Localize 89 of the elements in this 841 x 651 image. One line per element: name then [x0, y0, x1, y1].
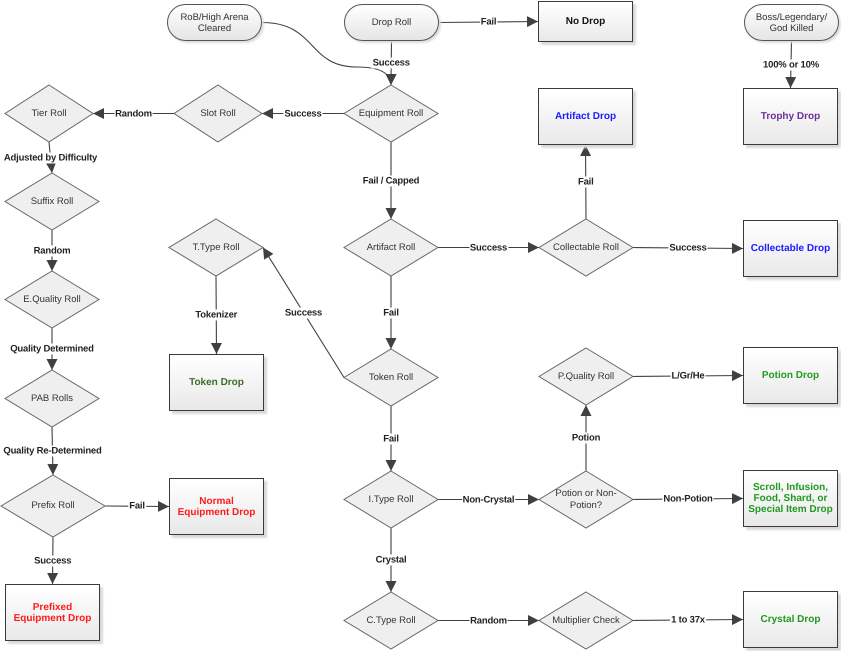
arrow: [580, 145, 592, 219]
arrow: [262, 247, 344, 378]
edge-label: Tokenizer: [194, 310, 238, 320]
edge-label: Fail: [382, 433, 400, 444]
edge-label: Random: [32, 245, 72, 256]
edge-label: Adjusted by Difficulty: [2, 152, 98, 163]
node-text: Artifact Roll: [366, 242, 416, 254]
node-text: I.Type Roll: [368, 494, 414, 506]
process-box: [169, 478, 264, 535]
decision-diamond: [5, 370, 99, 427]
node-text: Drop Roll: [372, 17, 412, 28]
edge-label: Success: [33, 555, 72, 566]
edge-label: Potion: [570, 432, 602, 444]
arrow: [386, 276, 396, 349]
edge-label: Success: [668, 242, 708, 254]
arrow: [386, 406, 396, 471]
terminator-shape: [167, 4, 262, 41]
node-text: Token Roll: [368, 372, 414, 384]
node-text: Scroll, Infusion, Food, Shard, or Special Item Drop: [747, 482, 834, 515]
decision-diamond: [5, 271, 99, 328]
process-box: [743, 347, 838, 404]
process-box: [743, 470, 838, 527]
node-text: Prefix Roll: [31, 500, 75, 512]
terminator-shape: [344, 4, 439, 41]
node-text: P.Quality Roll: [558, 370, 614, 382]
node-text: T.Type Roll: [192, 242, 240, 254]
node-text: Equipment Roll: [358, 108, 424, 120]
process-box: [743, 591, 838, 648]
edge-label: Random: [469, 615, 508, 626]
process-box: [5, 584, 100, 641]
node-text: Collectable Drop: [750, 243, 830, 254]
node-text: Trophy Drop: [760, 111, 820, 122]
node-text: PAB Rolls: [30, 392, 74, 404]
edge-label: Non-Potion: [662, 494, 714, 504]
edge-label: Success: [468, 242, 508, 253]
decision-diamond: [539, 348, 633, 405]
edge-label: Fail: [128, 500, 146, 512]
edge-label: Fail / Capped: [362, 175, 420, 186]
node-text: Collectable Roll: [552, 242, 619, 254]
edge-label: Fail: [382, 307, 400, 318]
node-text: No Drop: [566, 16, 606, 27]
node-text: Suffix Roll: [30, 196, 74, 208]
edge-label: Crystal: [374, 554, 408, 566]
node-text: Artifact Drop: [554, 111, 616, 122]
node-text: Token Drop: [189, 377, 244, 388]
node-text: Normal Equipment Drop: [176, 496, 256, 518]
edge-label: 1 to 37x: [670, 614, 706, 626]
node-text: Potion Drop: [762, 370, 820, 381]
process-box: [169, 354, 264, 411]
node-text: C.Type Roll: [366, 614, 416, 626]
edge-label: Non-Crystal: [462, 494, 516, 505]
edge-label: Quality Re-Determined: [2, 446, 103, 456]
decision-diamond: [344, 349, 438, 406]
arrow: [262, 22, 396, 86]
edge-label: Success: [283, 108, 323, 119]
edge-label: L/Gr/He: [670, 370, 706, 382]
edge-label: 100% or 10%: [762, 59, 820, 70]
decision-diamond: [169, 219, 263, 276]
decision-diamond: [539, 219, 633, 276]
terminator-shape: [744, 4, 839, 41]
process-box: [538, 88, 633, 145]
decision-diamond: [344, 85, 438, 142]
edge-label: Fail: [480, 16, 498, 28]
decision-diamond: [344, 471, 438, 528]
node-text: RoB/High Arena Cleared: [179, 12, 250, 34]
node-text: Crystal Drop: [760, 614, 820, 625]
node-text: Potion or Non-Potion?: [554, 488, 618, 511]
decision-diamond: [344, 219, 438, 276]
decision-diamond: [344, 592, 438, 649]
decision-diamond: [539, 471, 633, 528]
decision-diamond: [5, 173, 99, 230]
process-box: [538, 1, 633, 42]
node-text: Multiplier Check: [552, 614, 620, 626]
edge-label: Success: [372, 58, 411, 68]
edge-label: Quality Determined: [9, 344, 95, 354]
process-box: [743, 220, 838, 277]
node-text: E.Quality Roll: [23, 294, 81, 306]
node-text: Boss/Legendary/ God Killed: [754, 12, 828, 34]
process-box: [743, 88, 838, 145]
edge-label: Success: [284, 307, 324, 318]
edge-label: Fail: [576, 176, 595, 188]
node-text: Slot Roll: [200, 108, 236, 120]
decision-diamond: [174, 85, 262, 142]
node-text: Prefixed Equipment Drop: [12, 602, 92, 624]
decision-diamond: [5, 85, 93, 142]
edge-label: Random: [114, 108, 153, 119]
node-text: Tier Roll: [31, 108, 66, 120]
decision-diamond: [539, 592, 633, 649]
decision-diamond: [1, 475, 105, 537]
